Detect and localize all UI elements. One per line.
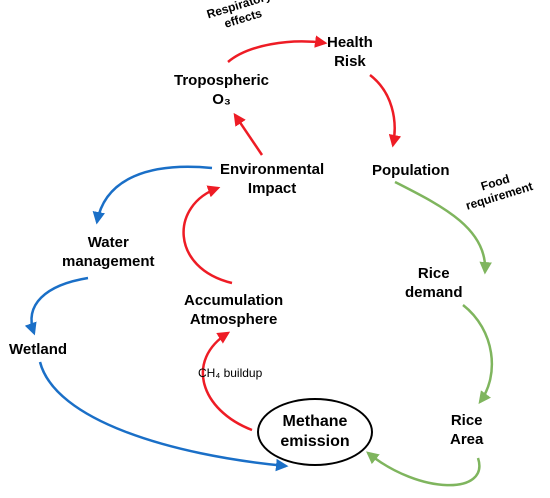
node-rice-demand: Rice demand xyxy=(405,264,463,302)
node-water-line2: management xyxy=(62,253,155,270)
node-rice-area: Rice Area xyxy=(450,411,483,449)
node-rice-demand-line1: Rice xyxy=(417,265,450,282)
label-ch4-buildup: CH₄ buildup xyxy=(198,366,263,380)
node-population: Population xyxy=(372,162,450,179)
node-rice-area-line1: Rice xyxy=(450,412,483,429)
arrow-health-to-population xyxy=(369,74,402,148)
node-environmental-impact: Environmental Impact xyxy=(220,160,324,198)
node-tropospheric-line1: Tropospheric xyxy=(174,72,270,89)
node-health-risk-line1: Health xyxy=(327,34,373,51)
arrow-area-to-methane xyxy=(366,451,481,487)
node-tropospheric-o3: Tropospheric O₃ xyxy=(174,71,269,109)
arrow-respiratory-effects xyxy=(227,35,328,63)
arrow-impact-to-tropospheric xyxy=(233,112,264,156)
node-accumulation-line1: Accumulation xyxy=(184,292,284,309)
node-wetland: Wetland xyxy=(9,341,68,358)
node-methane-line1: Methane xyxy=(282,413,348,430)
node-rice-area-line2: Area xyxy=(450,431,484,448)
node-accumulation-line2: Atmosphere xyxy=(189,311,278,328)
arrow-impact-to-water xyxy=(92,165,213,225)
arrow-ch4-buildup xyxy=(201,331,253,432)
arrow-water-to-wetland xyxy=(24,276,89,336)
arrow-wetland-to-methane xyxy=(38,361,289,472)
arrow-accumulation-to-impact xyxy=(182,185,233,285)
node-methane-emission: Methane emission xyxy=(257,398,373,466)
node-environmental-line2: Impact xyxy=(247,180,297,197)
node-water-line1: Water xyxy=(87,234,129,251)
node-health-risk-line2: Risk xyxy=(334,53,366,70)
node-methane-line2: emission xyxy=(280,433,350,450)
node-health-risk: Health Risk xyxy=(327,33,373,71)
node-accumulation-atmosphere: Accumulation Atmosphere xyxy=(184,291,283,329)
arrow-food-requirement xyxy=(394,180,492,275)
node-water-management: Water management xyxy=(62,233,155,271)
node-environmental-line1: Environmental xyxy=(220,161,325,178)
node-tropospheric-line2: O₃ xyxy=(212,91,231,108)
node-rice-demand-line2: demand xyxy=(405,284,463,301)
arrow-demand-to-area xyxy=(462,304,494,405)
